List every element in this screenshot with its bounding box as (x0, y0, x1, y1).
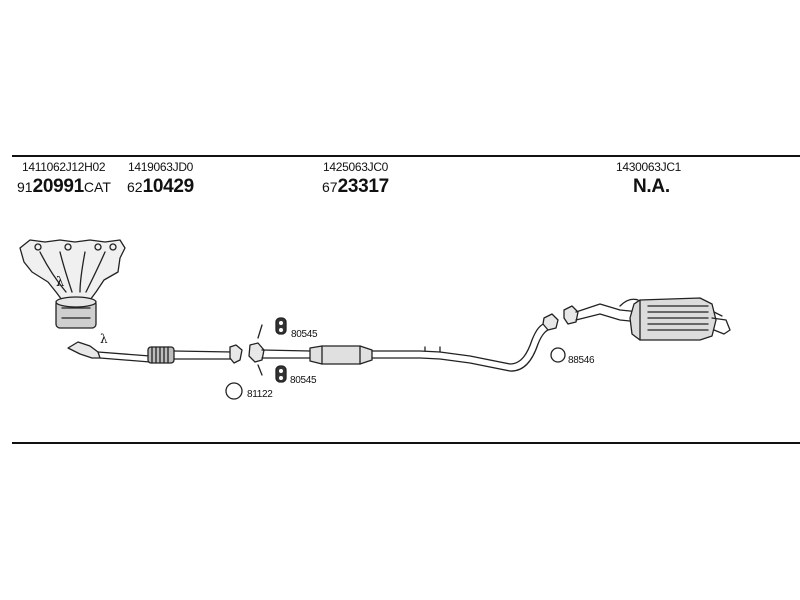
gasket-ring-icon-rear (550, 347, 566, 363)
hanger-icon-lower (275, 365, 287, 383)
oem-number-rear-silencer: 1430063JC1 (616, 160, 682, 174)
gasket-ring-icon-front (225, 382, 243, 400)
top-rule (12, 155, 800, 157)
part-main: 10429 (142, 176, 195, 197)
gasket-part-label-rear: 88546 (568, 355, 595, 366)
lambda-sensor-symbol-lower: λ (100, 332, 108, 346)
oem-number-middle-silencer: 1425063JC0 (323, 160, 389, 174)
part-number-manifold: 9120991CAT (17, 176, 111, 198)
oem-number-manifold: 1411062J12H02 (22, 160, 106, 174)
part-main: N.A. (633, 176, 670, 197)
middle-pipe-icon (248, 313, 559, 372)
gasket-part-label-front: 81122 (247, 389, 273, 400)
part-prefix: 62 (127, 179, 143, 195)
hanger-icon-upper (275, 317, 287, 335)
exhaust-manifold-icon (19, 239, 126, 329)
part-number-front-pipe: 6210429 (127, 176, 194, 198)
part-number-middle-silencer: 6723317 (322, 176, 389, 198)
rear-silencer-icon (563, 297, 731, 341)
hanger-part-label-lower: 80545 (290, 375, 317, 386)
lambda-sensor-symbol-upper: λ (56, 275, 64, 290)
hanger-part-label-upper: 80545 (291, 329, 318, 340)
part-number-rear-silencer: N.A. (633, 176, 670, 198)
part-prefix: 67 (322, 179, 338, 195)
part-main: 20991 (32, 176, 85, 197)
part-main: 23317 (337, 176, 390, 197)
bottom-rule (12, 442, 800, 444)
oem-number-front-pipe: 1419063JD0 (128, 160, 194, 174)
part-prefix: 91 (17, 179, 33, 195)
part-suffix: CAT (83, 179, 111, 195)
front-pipe-icon (67, 341, 243, 364)
